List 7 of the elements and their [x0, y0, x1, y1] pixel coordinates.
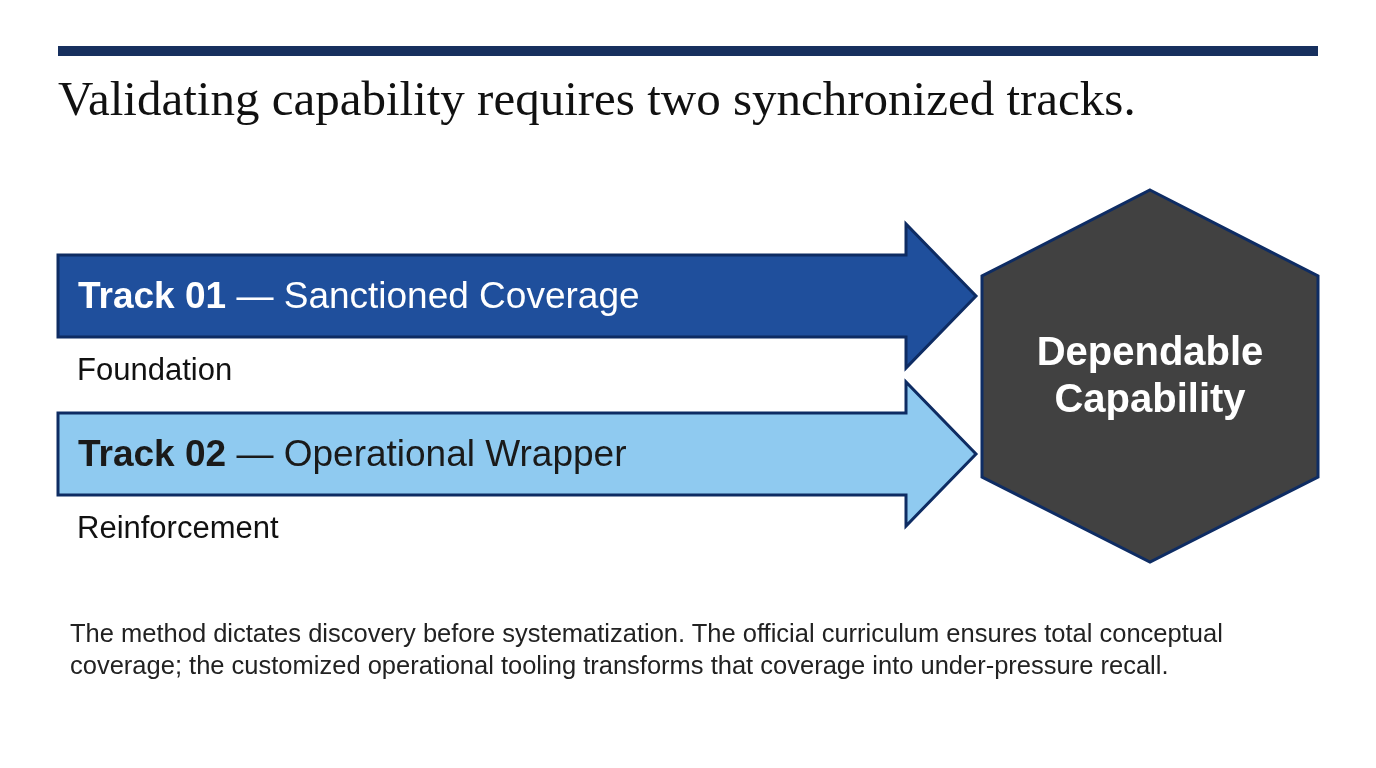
track-label: Track 02 — Operational Wrapper — [78, 432, 627, 476]
caption-text: The method dictates discovery before systematization. The official curriculum ensures total conceptual coverage; the customized operational tooling transforms that coverage into under-pressure recall. — [70, 618, 1224, 681]
slide-title: Validating capability requires two synchronized tracks. — [58, 70, 1136, 127]
track-role-label: Reinforcement — [77, 510, 279, 546]
track-label: Track 01 — Sanctioned Coverage — [78, 274, 640, 318]
track-role-label: Foundation — [77, 352, 233, 388]
outcome-label: Dependable Capability — [1035, 328, 1265, 422]
